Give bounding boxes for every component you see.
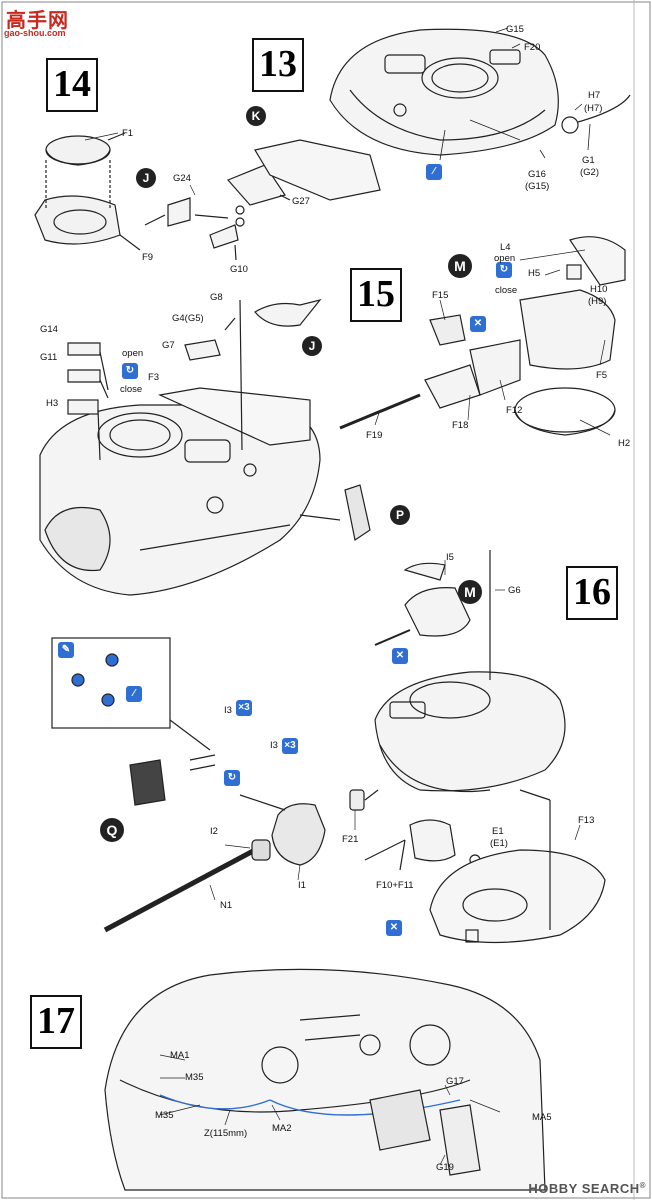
marker-Q: Q [100,818,124,842]
label-G16: G16 [528,169,546,180]
label-H10: H10 [590,284,608,295]
leader-lines [84,132,611,1166]
label-G24: G24 [173,173,191,184]
marker-M-lower: M [458,580,482,604]
turret-step13 [329,28,631,156]
label-F12: F12 [506,405,523,416]
label-H2: H2 [618,438,631,449]
label-G8: G8 [210,292,223,303]
label-L4: L4 [500,242,511,253]
step-17: 17 [30,995,82,1049]
label-I2: I2 [210,826,218,837]
label-N1: N1 [220,900,233,911]
turret-step17 [104,968,546,1191]
label-F13: F13 [578,815,595,826]
label-I1: I1 [298,880,306,891]
label-M35-top: M35 [185,1072,204,1083]
marker-J-mid: J [302,336,322,356]
label-I3-top: I3 [224,705,232,716]
rotate-icon: ↻ [224,770,240,786]
step-13: 13 [252,38,304,92]
label-F9: F9 [142,252,154,263]
label-F1: F1 [122,128,134,139]
rotate-icon: ↻ [122,363,138,379]
label-G4-G5: G4(G5) [172,313,204,324]
label-open-top: open [494,253,516,264]
label-F20: F20 [524,42,541,53]
watermark-logo: 高手网 [6,10,69,32]
label-F10-F11: F10+F11 [376,880,414,891]
label-G15: G15 [506,24,524,35]
label-G1: G1 [582,155,595,166]
count-x3-icon: ×3 [236,700,252,716]
mantlet-step15 [429,236,626,436]
label-H7: H7 [588,90,601,101]
hobby-search-logo: HOBBY SEARCH® [528,1181,646,1196]
paint-brush-icon: ✎ [58,642,74,658]
label-F5: F5 [596,370,608,381]
label-F3: F3 [148,372,160,383]
marker-K: K [246,106,266,126]
label-F19: F19 [366,430,383,441]
marker-J-top: J [136,168,156,188]
gun-step15 [339,339,521,430]
label-G14: G14 [40,324,58,335]
marker-M-top: M [448,254,472,278]
label-H9-alt: (H9) [588,296,607,307]
label-F18: F18 [452,420,469,431]
gun-mantlet-step16 [103,754,379,933]
parts-step16-lower [364,789,606,944]
label-F21: F21 [342,834,359,845]
label-G2-alt: (G2) [580,167,599,178]
paint-icon: ⁄ [426,164,442,180]
label-E1-alt: (E1) [490,838,508,849]
label-close-top: close [495,285,518,296]
label-H5: H5 [528,268,541,279]
label-I5: I5 [446,552,454,563]
label-MA2: MA2 [272,1123,292,1134]
label-G11: G11 [40,352,58,363]
label-G27: G27 [292,196,310,207]
label-MA1: MA1 [170,1050,190,1061]
step-14: 14 [46,58,98,112]
parts-G24-G27-G10 [144,139,381,261]
cement-icon: ✕ [386,920,402,936]
label-G15-alt: (G15) [525,181,550,192]
cupola-step14 [34,132,141,251]
turret-step15 [39,387,321,596]
label-G7: G7 [162,340,175,351]
label-G19: G19 [436,1162,454,1173]
label-Z-115mm: Z(115mm) [204,1128,248,1139]
label-G17: G17 [446,1076,464,1087]
label-G6: G6 [508,585,521,596]
label-close-mid: close [120,384,143,395]
paint-icon: ⁄ [126,686,142,702]
label-M35-bottom: M35 [155,1110,174,1121]
marker-P: P [390,505,410,525]
cement-icon: ✕ [392,648,408,664]
cement-icon: ✕ [470,316,486,332]
label-G10: G10 [230,264,248,275]
label-open-mid: open [122,348,144,359]
turret-step16 [374,550,566,793]
label-F15: F15 [432,290,449,301]
count-x3-icon: ×3 [282,738,298,754]
rotate-icon: ↻ [496,262,512,278]
label-E1: E1 [492,826,504,837]
watermark-url: gao-shou.com [4,28,66,38]
label-I3-mid: I3 [270,740,278,751]
label-H3: H3 [46,398,59,409]
step-15: 15 [350,268,402,322]
step-16: 16 [566,566,618,620]
parts-step15-small [67,298,371,541]
label-H7-alt: (H7) [584,103,603,114]
label-MA5: MA5 [532,1112,552,1123]
